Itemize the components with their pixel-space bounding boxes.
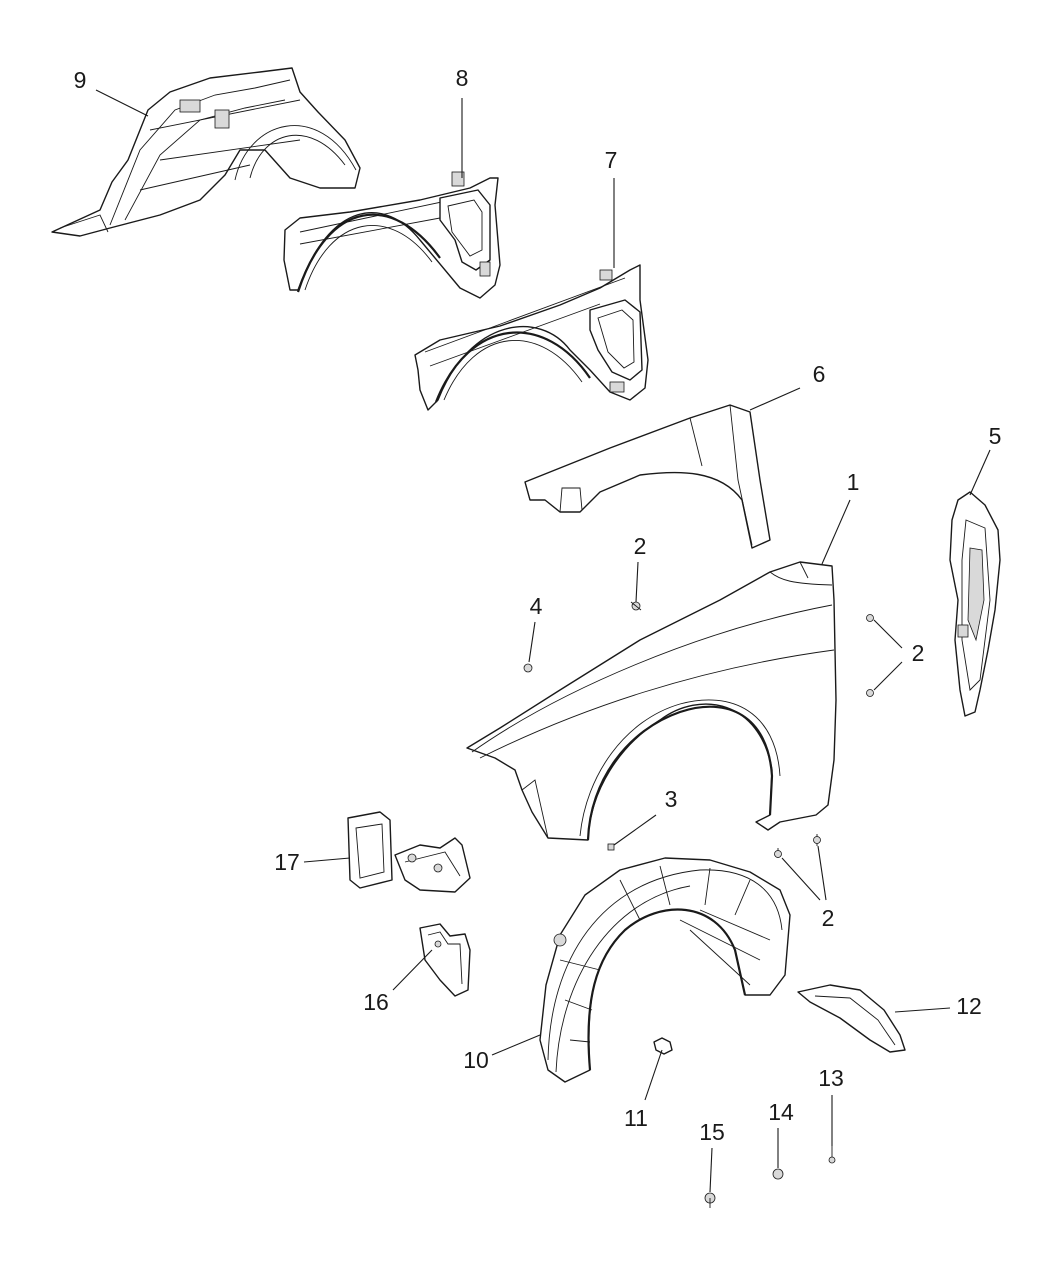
callout-17: 17 — [274, 849, 300, 875]
callout-15: 15 — [699, 1119, 725, 1145]
part-1-front-fender — [466, 561, 837, 841]
callout-14: 14 — [768, 1099, 794, 1125]
callout-13: 13 — [818, 1065, 844, 1091]
part-5-fender-seal — [949, 491, 1001, 717]
leader-lines — [95, 89, 991, 1193]
callout-labels: 9 8 7 6 5 1 2 4 2 3 2 17 16 10 12 11 13 … — [74, 65, 1002, 1145]
callout-12: 12 — [956, 993, 982, 1019]
part-11-clip — [653, 1037, 673, 1055]
callout-5: 5 — [989, 423, 1002, 449]
part-6-fender-silencer — [524, 404, 771, 549]
callout-4: 4 — [530, 593, 543, 619]
callout-2-right: 2 — [912, 640, 925, 666]
callout-6: 6 — [813, 361, 826, 387]
callout-2-bottom: 2 — [822, 905, 835, 931]
fastener-13-14-15 — [704, 1146, 836, 1208]
part-12-splash-shield — [797, 984, 906, 1053]
part-10-wheelhouse-liner — [539, 857, 791, 1083]
callout-9: 9 — [74, 67, 87, 93]
callout-8: 8 — [456, 65, 469, 91]
callout-11: 11 — [624, 1105, 648, 1131]
fastener-group — [523, 601, 874, 858]
part-9-wheelhouse-structure — [51, 67, 361, 237]
callout-1: 1 — [847, 469, 860, 495]
callout-2-top: 2 — [634, 533, 647, 559]
callout-7: 7 — [605, 147, 618, 173]
part-8-inner-fender-panel — [283, 171, 501, 299]
part-7-inner-fender-panel — [414, 264, 649, 411]
callout-3: 3 — [665, 786, 678, 812]
callout-16: 16 — [363, 989, 389, 1015]
part-17-bracket — [347, 811, 471, 893]
part-16-bracket — [419, 923, 471, 997]
callout-10: 10 — [463, 1047, 489, 1073]
